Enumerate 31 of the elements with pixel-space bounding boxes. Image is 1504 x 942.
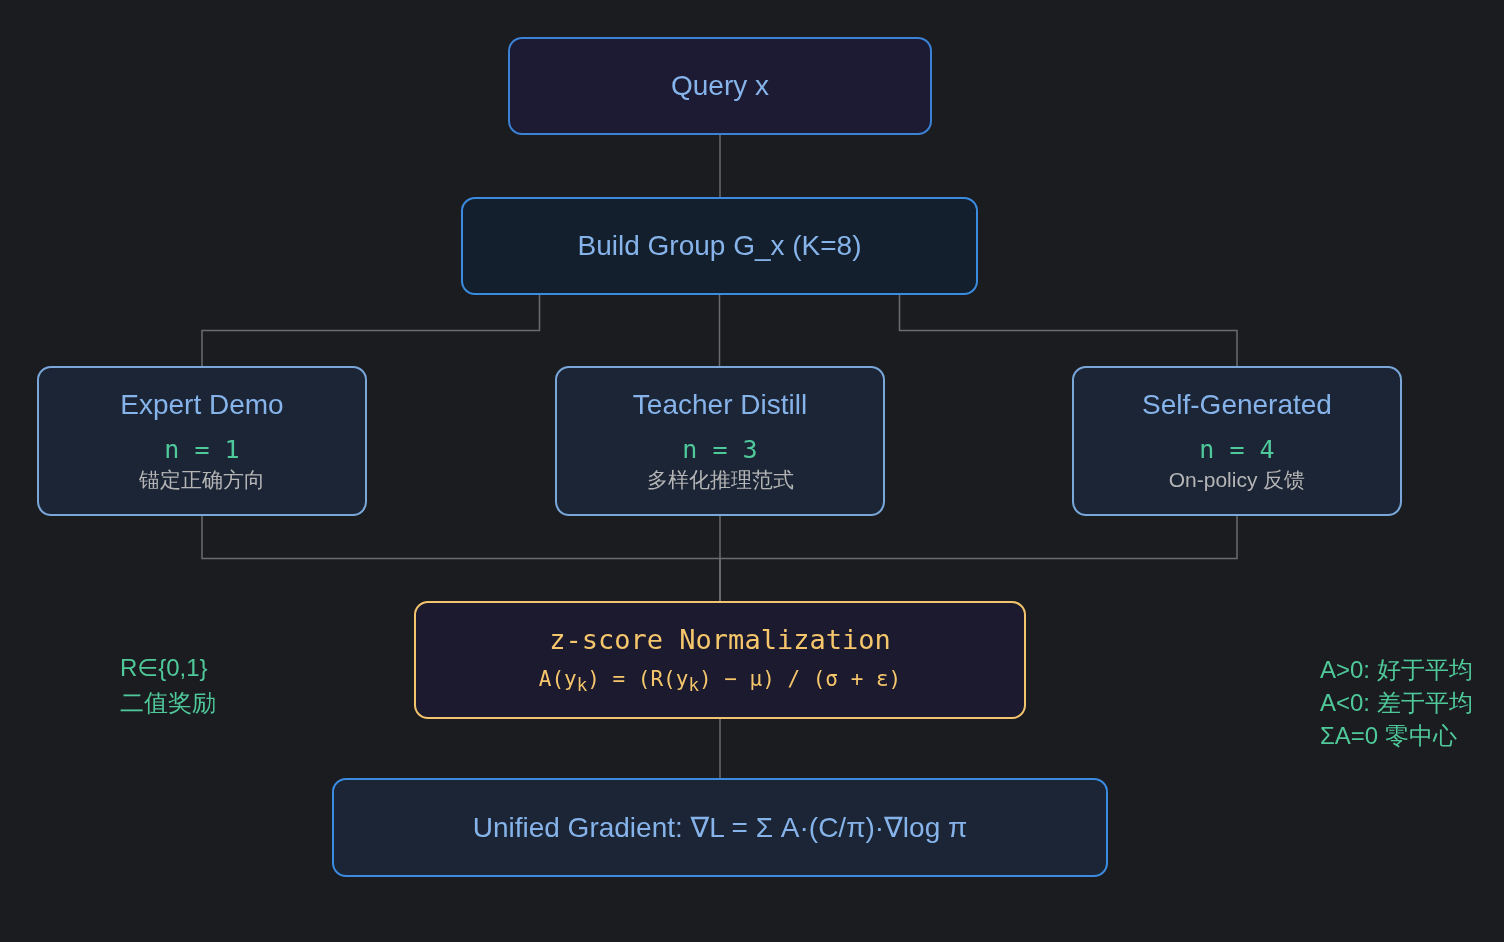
formula-text: A(y$_{k}$) = (R(y$_{k}$) − μ) / (σ + ε) [538, 667, 902, 696]
node-title: Unified Gradient: ∇L = Σ A·(C/π)·∇log π [472, 811, 968, 844]
description: 锚定正确方向 [139, 466, 265, 493]
connector-line [718, 294, 721, 367]
process-box [461, 197, 978, 295]
side-note: R∈{0,1} [120, 654, 208, 682]
node-title: z-score Normalization [549, 624, 891, 656]
connector-line [201, 294, 541, 367]
description: 多样化推理范式 [646, 466, 794, 493]
side-note: A>0: 好于平均 [1320, 655, 1473, 685]
sample-count: n = 3 [682, 434, 758, 464]
side-note: 二值奖励 [120, 688, 216, 718]
node-title: Build Group G_x (K=8) [577, 230, 862, 262]
connector-line [719, 718, 721, 779]
side-note: ΣA=0 零中心 [1320, 721, 1457, 751]
process-box [1072, 366, 1402, 516]
process-box [555, 366, 885, 516]
process-box [37, 366, 367, 516]
connector-line [719, 134, 721, 198]
sample-count: n = 4 [1199, 434, 1275, 464]
sample-count: n = 1 [164, 434, 240, 464]
description: On-policy 反馈 [1168, 466, 1306, 493]
side-note: A<0: 差于平均 [1320, 688, 1473, 718]
process-box [332, 778, 1108, 877]
node-title: Query x [671, 70, 769, 102]
connector-line [898, 294, 1238, 367]
process-box [508, 37, 932, 135]
node-title: Self-Generated [1142, 388, 1332, 421]
node-title: Expert Demo [120, 388, 284, 421]
node-title: Teacher Distill [632, 388, 808, 421]
formula-box [414, 601, 1026, 719]
